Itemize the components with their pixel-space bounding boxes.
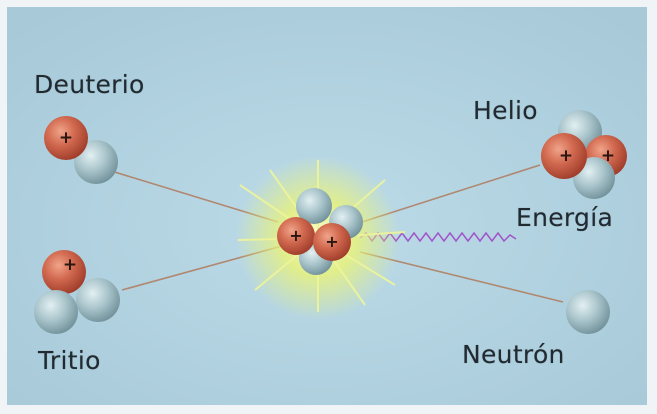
helium-label: Helio bbox=[473, 96, 538, 125]
tritium-label: Tritio bbox=[38, 346, 101, 375]
neutron-particle bbox=[76, 278, 120, 322]
emitted-neutron bbox=[566, 290, 610, 334]
plus-sign: + bbox=[63, 255, 77, 275]
plus-sign: + bbox=[559, 146, 573, 166]
plus-sign: + bbox=[59, 128, 73, 148]
deuterium-label: Deuterio bbox=[34, 70, 145, 99]
plus-sign: + bbox=[325, 232, 338, 251]
neutron-label: Neutrón bbox=[462, 340, 565, 369]
plus-sign: + bbox=[601, 146, 615, 166]
neutron-particle bbox=[34, 290, 78, 334]
plus-sign: + bbox=[289, 226, 302, 245]
energy-label: Energía bbox=[516, 203, 613, 232]
neutron-particle bbox=[566, 290, 610, 334]
